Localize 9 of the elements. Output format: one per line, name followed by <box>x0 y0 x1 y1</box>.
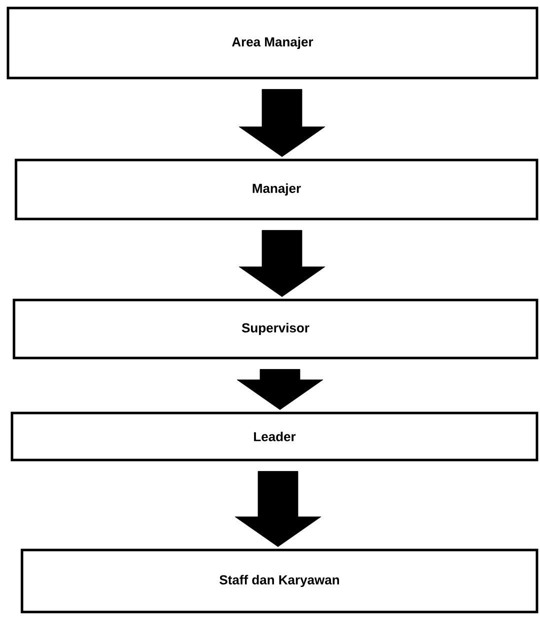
process-box: Manajer <box>14 158 538 220</box>
process-box: Supervisor <box>12 298 538 360</box>
process-box: Area Manajer <box>6 6 538 80</box>
process-box: Leader <box>10 412 538 462</box>
process-box: Staff dan Karyawan <box>20 548 538 614</box>
block-arrow <box>234 471 322 547</box>
block-arrow <box>238 89 326 157</box>
block-arrow <box>236 369 324 410</box>
block-arrow <box>238 230 326 297</box>
